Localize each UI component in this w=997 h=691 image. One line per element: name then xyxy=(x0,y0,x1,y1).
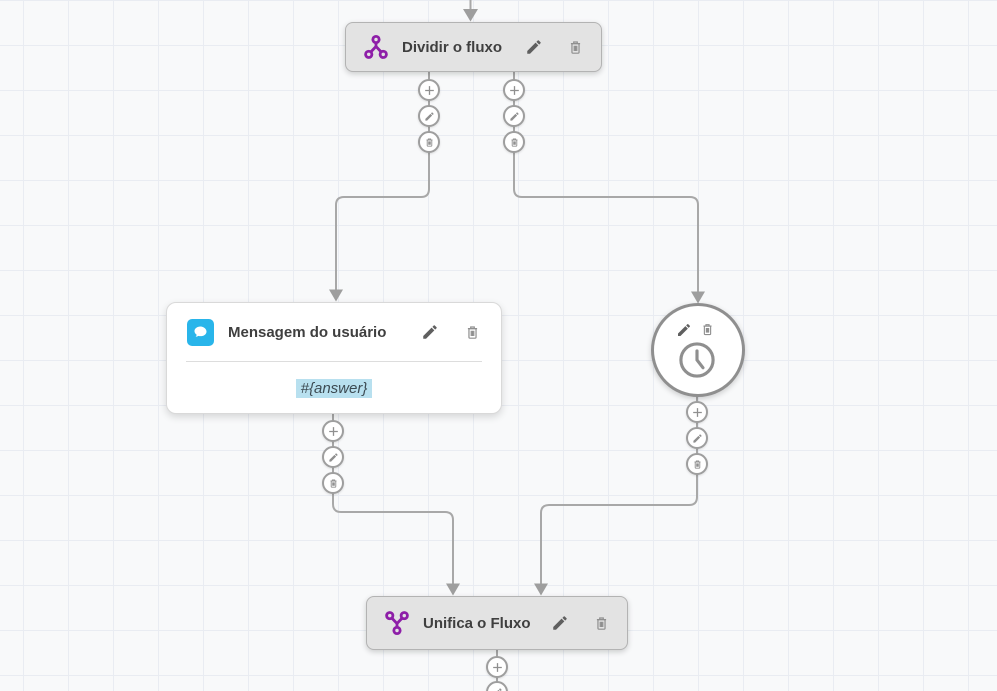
trash-icon[interactable] xyxy=(700,322,715,337)
plus-button[interactable] xyxy=(418,79,440,101)
pencil-button[interactable] xyxy=(418,105,440,127)
divider xyxy=(186,361,482,362)
trash-button[interactable] xyxy=(503,131,525,153)
pencil-button[interactable] xyxy=(322,446,344,468)
plus-button[interactable] xyxy=(486,656,508,678)
connector-line xyxy=(335,72,430,290)
node-user-message[interactable]: Mensagem do usuário #{answer} xyxy=(166,302,502,414)
trash-icon[interactable] xyxy=(464,324,481,341)
card-body: #{answer} xyxy=(167,362,501,414)
arrow-down-icon xyxy=(446,583,460,596)
trash-icon[interactable] xyxy=(593,615,610,632)
arrow-down-icon xyxy=(463,9,478,22)
node-title: Mensagem do usuário xyxy=(228,323,387,341)
plus-button[interactable] xyxy=(686,401,708,423)
arrow-down-icon xyxy=(329,289,343,302)
node-title: Dividir o fluxo xyxy=(402,38,503,56)
merge-flow-icon xyxy=(384,610,410,636)
clock-icon xyxy=(676,339,718,381)
trash-button[interactable] xyxy=(418,131,440,153)
node-merge-flow[interactable]: Unifica o Fluxo xyxy=(366,596,628,650)
variable-chip: #{answer} xyxy=(295,378,373,398)
pencil-button[interactable] xyxy=(503,105,525,127)
node-split-flow[interactable]: Dividir o fluxo xyxy=(345,22,602,72)
connector-line xyxy=(332,414,454,584)
pencil-icon[interactable] xyxy=(551,614,569,632)
trash-icon[interactable] xyxy=(567,39,584,56)
pencil-icon[interactable] xyxy=(421,323,439,341)
card-header: Mensagem do usuário xyxy=(167,303,501,361)
connector-line xyxy=(540,396,698,584)
node-timer[interactable] xyxy=(651,303,745,397)
pencil-icon[interactable] xyxy=(676,322,692,338)
node-title: Unifica o Fluxo xyxy=(423,614,531,632)
plus-button[interactable] xyxy=(322,420,344,442)
trash-button[interactable] xyxy=(686,453,708,475)
arrow-down-icon xyxy=(534,583,548,596)
pencil-icon[interactable] xyxy=(525,38,543,56)
arrow-down-icon xyxy=(691,291,705,304)
plus-button[interactable] xyxy=(503,79,525,101)
chat-bubble-icon xyxy=(187,318,214,346)
connector-line xyxy=(513,72,699,292)
split-flow-icon xyxy=(363,34,389,60)
pencil-button[interactable] xyxy=(686,427,708,449)
trash-button[interactable] xyxy=(322,472,344,494)
